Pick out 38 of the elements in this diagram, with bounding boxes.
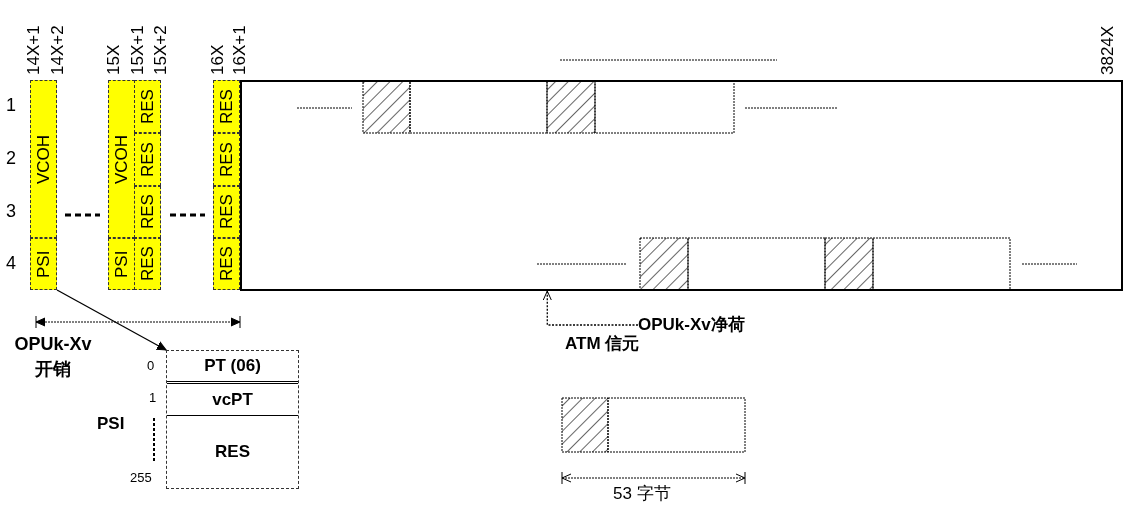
overhead-cell: PSI: [108, 238, 135, 290]
row-number: 2: [6, 148, 16, 169]
leader-line: [542, 290, 639, 326]
overhead-cell: VCOH: [30, 80, 57, 238]
column-number: 16X: [208, 44, 228, 75]
reserved-cell: RES: [134, 133, 161, 186]
table-title: PSI: [97, 414, 125, 434]
cell-title: ATM 信元: [565, 333, 640, 355]
byte-index: 0: [147, 358, 155, 373]
column-number: 16X+1: [230, 25, 250, 75]
column-number: 15X: [104, 44, 124, 75]
row-number: 1: [6, 95, 16, 116]
byte-index: 255: [130, 470, 152, 485]
dimension-label: 53 字节: [613, 483, 671, 505]
table-row: vcPT: [167, 384, 298, 416]
reserved-cell: RES: [213, 238, 240, 290]
reserved-cell: RES: [213, 80, 240, 133]
reserved-cell: RES: [134, 80, 161, 133]
table-row: PT (06): [167, 351, 298, 384]
reserved-cell: RES: [134, 186, 161, 238]
dimension-label: OPUk-Xv 开销: [13, 333, 93, 381]
overhead-cell: VCOH: [108, 80, 135, 238]
overhead-cell: PSI: [30, 238, 57, 290]
arrow: [56, 289, 167, 351]
byte-index: 1: [149, 390, 157, 405]
reserved-cell: RES: [134, 238, 161, 290]
row-number: 4: [6, 253, 16, 274]
row-number: 3: [6, 201, 16, 222]
column-number: 3824X: [1098, 25, 1118, 75]
reserved-cell: RES: [213, 186, 240, 238]
column-number: 14X+1: [24, 25, 44, 75]
column-number: 14X+2: [48, 25, 68, 75]
payload-area: [240, 80, 1123, 291]
column-number: 15X+1: [128, 25, 148, 75]
table-row: RES: [167, 416, 298, 488]
column-number: 15X+2: [151, 25, 171, 75]
reserved-cell: RES: [213, 133, 240, 186]
payload-label: OPUk-Xv净荷: [638, 313, 788, 337]
